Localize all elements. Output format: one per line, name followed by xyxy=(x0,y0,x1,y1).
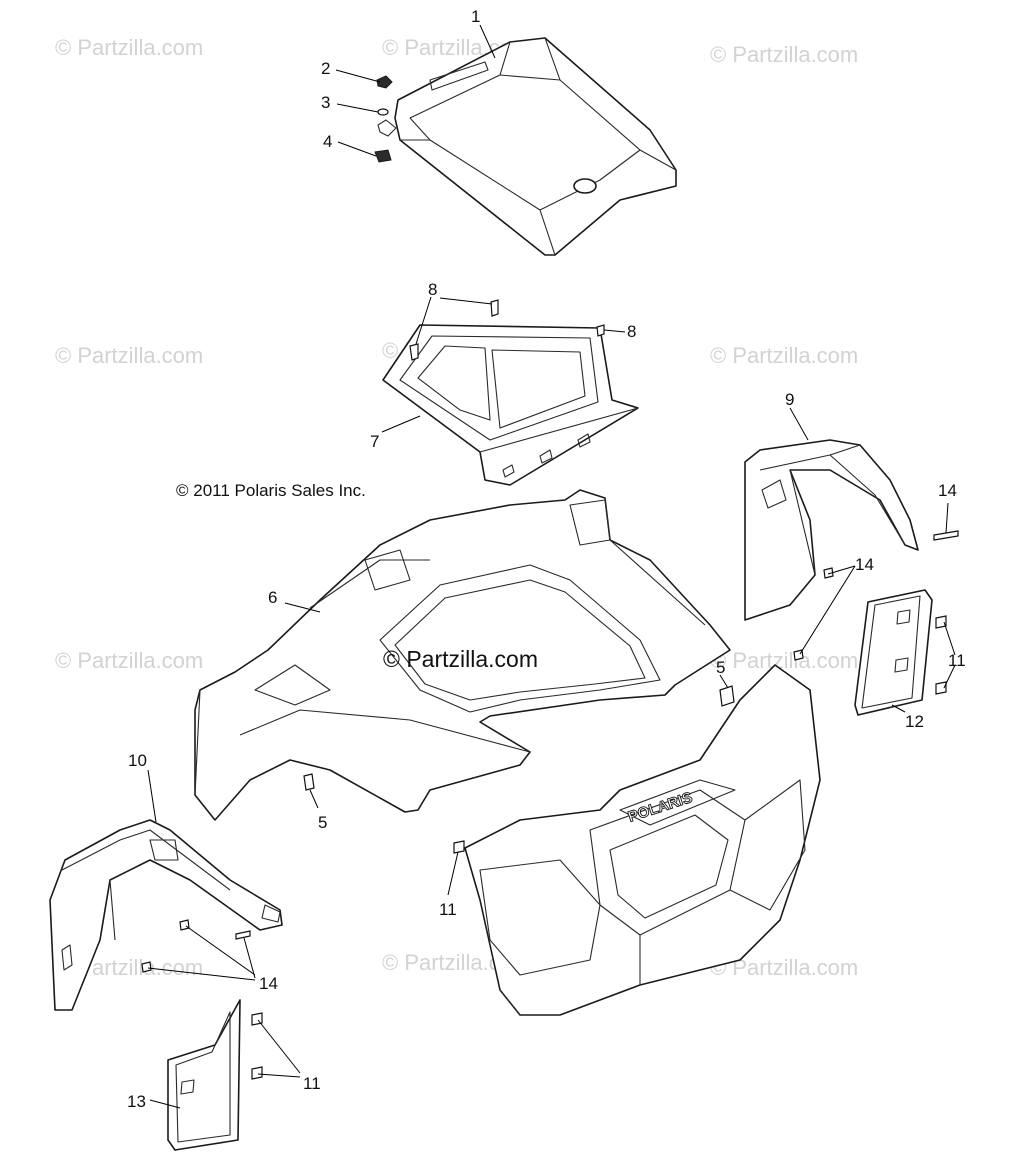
callout-8: 8 xyxy=(627,322,636,341)
callout-14: 14 xyxy=(259,974,278,993)
part-14-screw[interactable] xyxy=(933,530,959,541)
callout-7: 7 xyxy=(370,432,379,451)
callout-11: 11 xyxy=(439,900,457,919)
callout-1: 1 xyxy=(471,7,480,26)
callout-labels: 1 2 3 4 8 8 7 6 5 5 9 14 14 11 12 11 10 … xyxy=(127,7,966,1111)
part-9-right-fender[interactable] xyxy=(744,439,919,621)
part-14-screw[interactable] xyxy=(179,919,190,931)
callout-3: 3 xyxy=(321,93,330,112)
watermark: © Partzilla.com xyxy=(710,343,858,368)
part-11-bolt[interactable] xyxy=(251,1066,263,1080)
part-7-storage-tray[interactable] xyxy=(382,324,639,486)
part-5-clip[interactable] xyxy=(719,685,735,707)
callout-10: 10 xyxy=(128,751,147,770)
part-14-screw[interactable] xyxy=(235,930,251,940)
callout-12: 12 xyxy=(905,712,924,731)
part-14-screw[interactable] xyxy=(141,961,152,973)
part-6-body-panel[interactable] xyxy=(194,489,731,821)
callout-14: 14 xyxy=(855,555,874,574)
watermark: © Partzilla.com xyxy=(710,648,858,673)
part-2-push-rivet[interactable] xyxy=(376,75,393,89)
callout-4: 4 xyxy=(323,132,332,151)
part-8-screw[interactable] xyxy=(409,343,419,361)
leader-lines xyxy=(147,24,956,1109)
watermark: © Partzilla.com xyxy=(710,42,858,67)
part-3-washer[interactable] xyxy=(377,108,389,116)
part-4-grommet[interactable] xyxy=(374,119,397,163)
callout-11: 11 xyxy=(303,1074,321,1093)
part-1-hood-cover[interactable] xyxy=(394,37,677,256)
callout-11: 11 xyxy=(948,651,966,670)
part-11-bolt[interactable] xyxy=(453,840,465,854)
callout-5: 5 xyxy=(318,813,327,832)
callout-8: 8 xyxy=(428,280,437,299)
copyright-notice: © 2011 Polaris Sales Inc. xyxy=(176,481,366,500)
part-12-right-mud-flap[interactable] xyxy=(854,589,933,716)
part-8-screw[interactable] xyxy=(596,324,605,337)
part-11-bolt[interactable] xyxy=(935,615,947,629)
callout-13: 13 xyxy=(127,1092,146,1111)
center-watermark: © Partzilla.com xyxy=(383,646,538,672)
callout-6: 6 xyxy=(268,588,277,607)
part-5-clip[interactable] xyxy=(303,773,315,791)
part-14-screw[interactable] xyxy=(823,567,834,579)
part-11-bolt[interactable] xyxy=(935,681,947,695)
callout-9: 9 xyxy=(785,390,794,409)
callout-2: 2 xyxy=(321,59,330,78)
callout-5: 5 xyxy=(716,658,725,677)
watermark: © Partzilla.com xyxy=(55,35,203,60)
front-bumper-grille[interactable]: POLARIS xyxy=(464,664,821,1016)
watermark: © Partzilla.com xyxy=(55,343,203,368)
watermark: © Partzilla.com xyxy=(55,648,203,673)
part-13-left-mud-flap[interactable] xyxy=(167,999,241,1151)
part-10-left-fender[interactable] xyxy=(49,819,283,1011)
part-8-screw[interactable] xyxy=(490,299,499,317)
callout-14: 14 xyxy=(938,481,957,500)
